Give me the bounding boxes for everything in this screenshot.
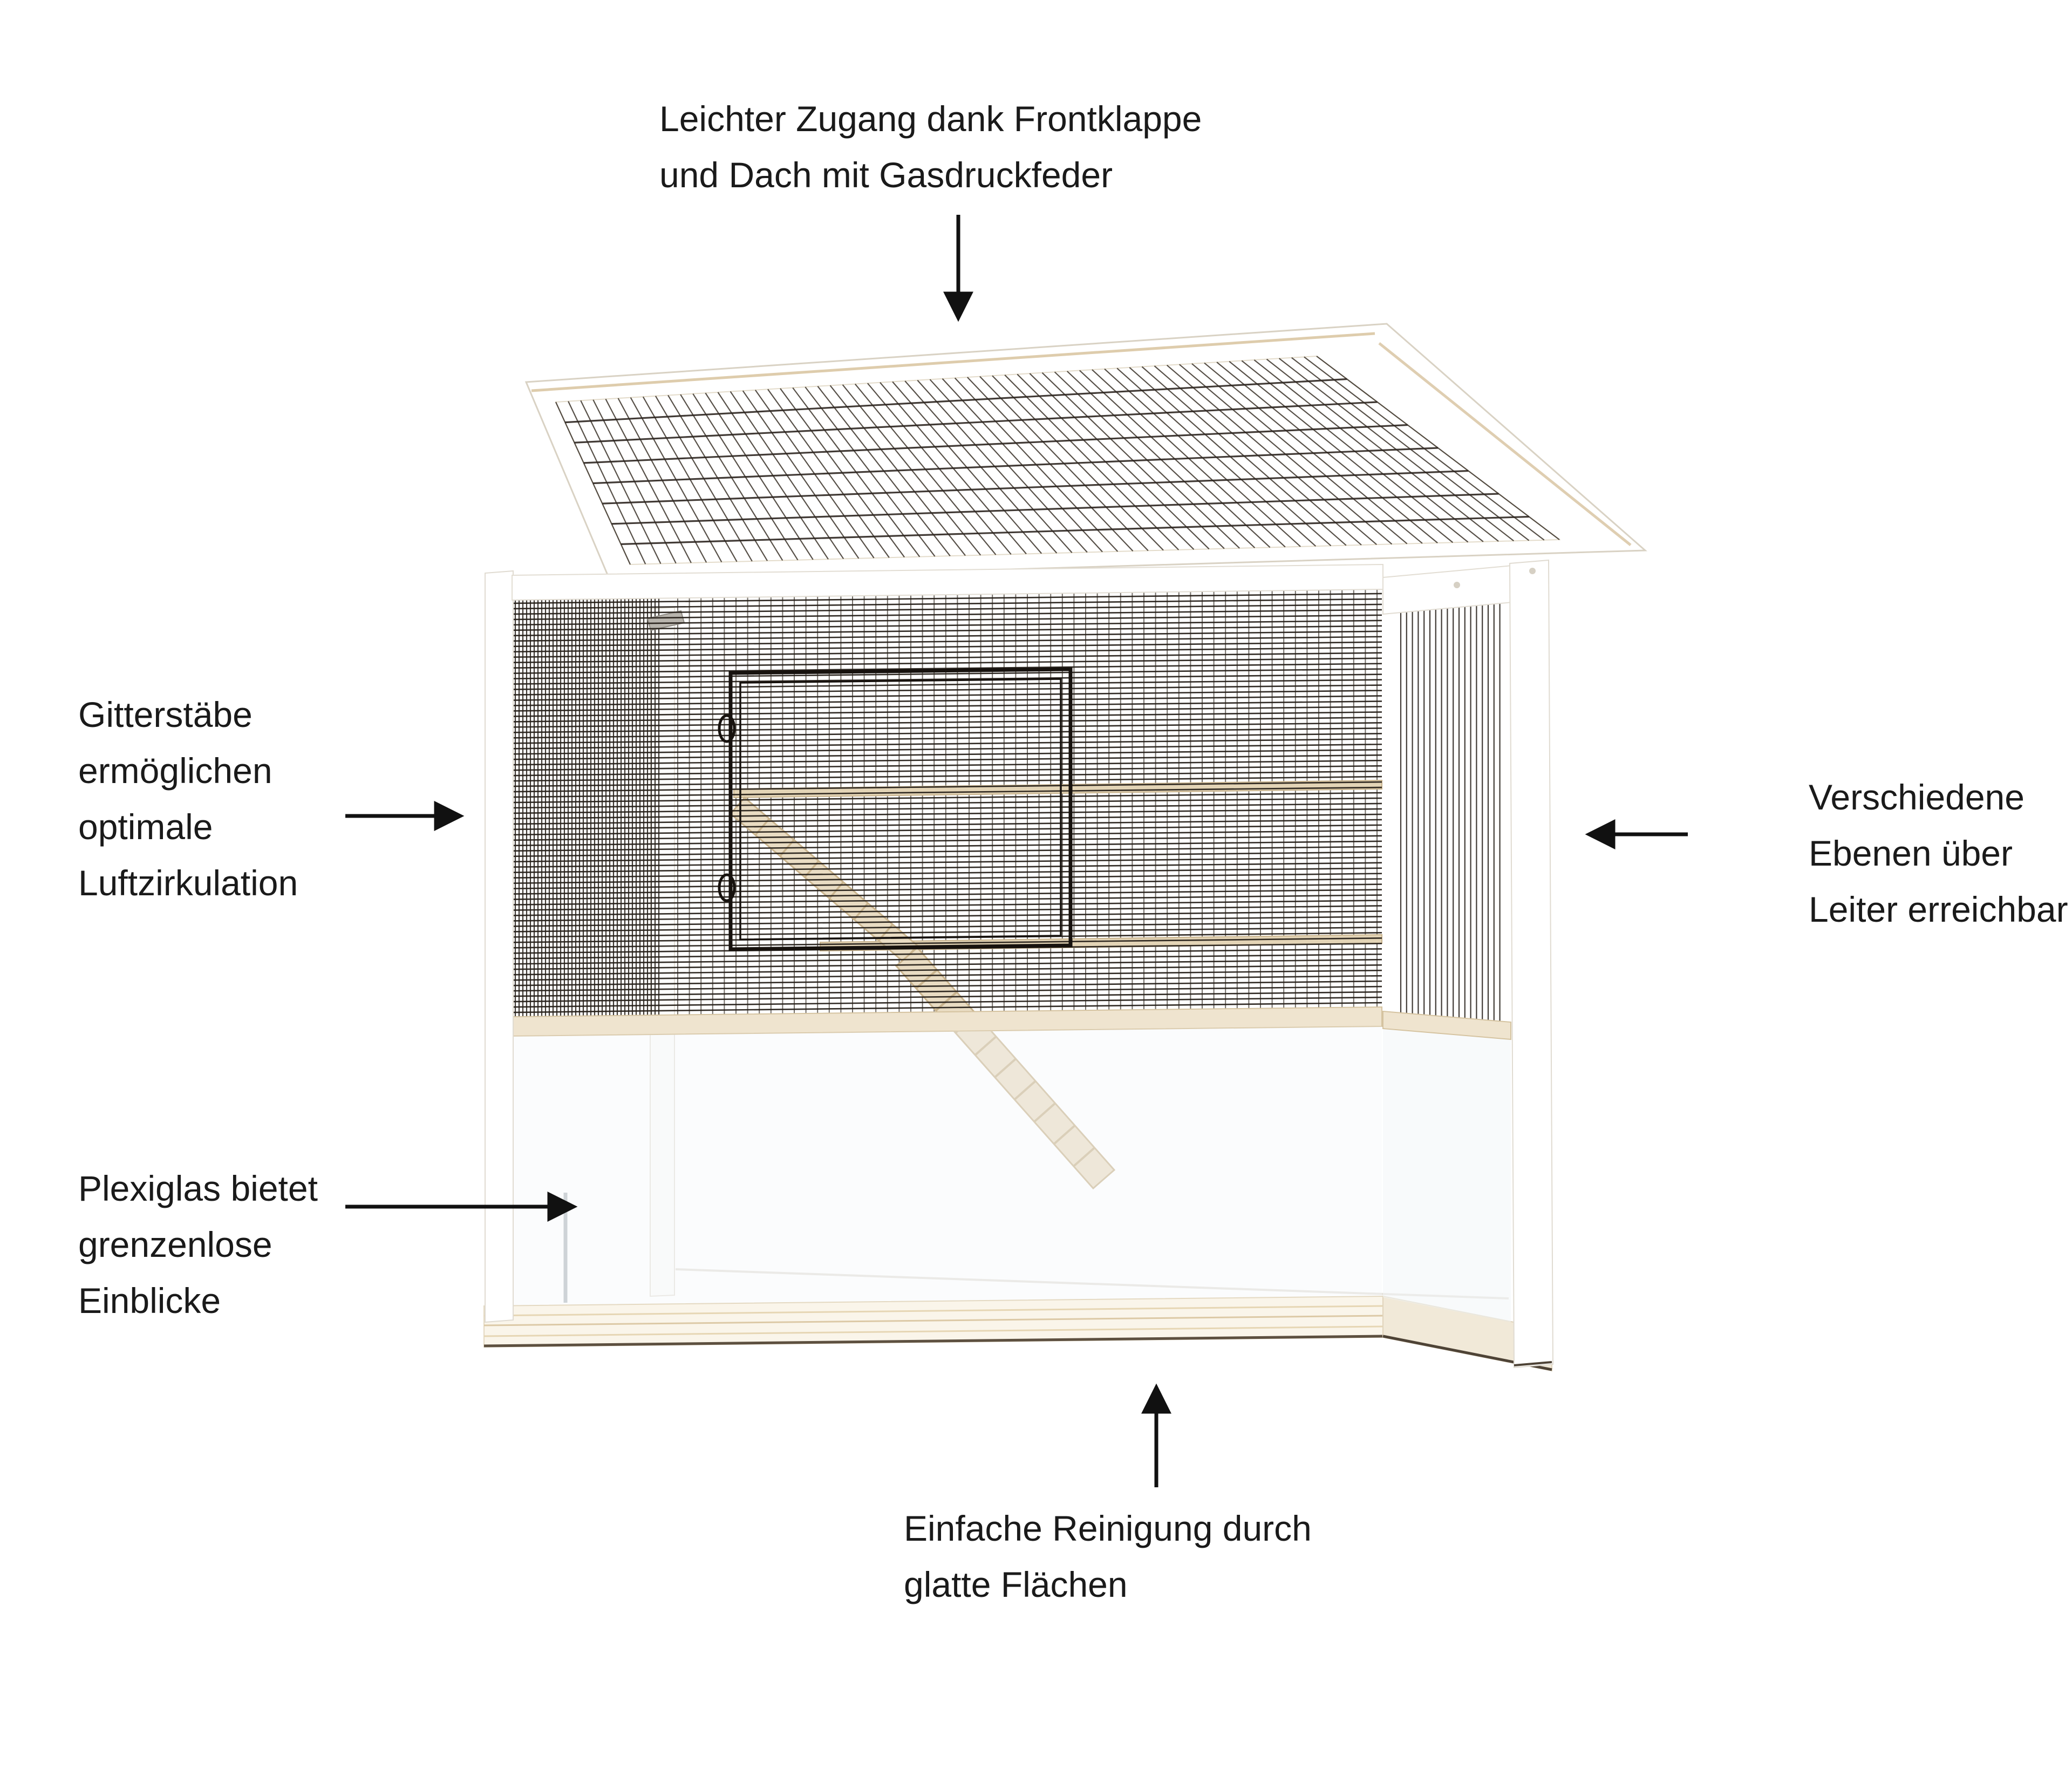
annotation-line: Luftzirkulation: [78, 863, 298, 903]
front-door-inner-frame: [739, 678, 1062, 941]
annotation-roof-access: Leichter Zugang dank Frontklappe und Dac…: [659, 91, 1202, 203]
annotation-arrows: [345, 215, 1688, 1487]
roof-lid: [524, 323, 1647, 582]
annotation-line: Leiter erreichbar: [1809, 889, 2068, 929]
annotation-bars: Gitterstäbe ermöglichen optimale Luftzir…: [78, 686, 298, 911]
plexiglass-side-panel: [1383, 1029, 1511, 1322]
plexiglass-panel: [512, 1026, 1382, 1307]
door-latch: [718, 714, 736, 743]
screw-dot: [1529, 568, 1536, 574]
annotation-line: Verschiedene: [1809, 777, 2025, 817]
annotation-line: grenzenlose: [78, 1224, 272, 1264]
back-right-post: [1509, 559, 1554, 1369]
base: [483, 1295, 1552, 1372]
roof-plywood-edge: [531, 332, 1375, 392]
annotation-line: und Dach mit Gasdruckfeder: [659, 155, 1113, 195]
front-door: [718, 667, 1073, 951]
annotation-line: Plexiglas bietet: [78, 1168, 318, 1208]
front-bars: [512, 587, 1382, 1019]
annotation-line: ermöglichen: [78, 751, 272, 791]
right-side-bars: [1400, 602, 1501, 1023]
annotation-line: Einblicke: [78, 1281, 221, 1321]
annotation-line: glatte Flächen: [904, 1564, 1128, 1604]
front-door-frame: [728, 667, 1073, 951]
annotation-line: optimale: [78, 807, 213, 847]
roof-plywood-edge-right: [1378, 342, 1632, 546]
floor-back-edge: [675, 1268, 1509, 1299]
roof-mesh: [555, 356, 1560, 565]
annotation-line: Ebenen über: [1809, 833, 2013, 873]
annotation-cleaning: Einfache Reinigung durch glatte Flächen: [904, 1500, 1312, 1612]
annotation-line: Einfache Reinigung durch: [904, 1508, 1312, 1548]
annotation-line: Leichter Zugang dank Frontklappe: [659, 99, 1202, 139]
annotation-plexiglass: Plexiglas bietet grenzenlose Einblicke: [78, 1160, 318, 1329]
front-left-post: [485, 570, 514, 1323]
divider-rail-side: [1382, 1010, 1511, 1040]
screw-dot: [1454, 582, 1460, 588]
annotation-line: Gitterstäbe: [78, 695, 253, 734]
annotation-levels: Verschiedene Ebenen über Leiter erreichb…: [1809, 769, 2068, 937]
base-front-bottom-edge: [483, 1335, 1383, 1348]
door-latch: [718, 873, 736, 902]
